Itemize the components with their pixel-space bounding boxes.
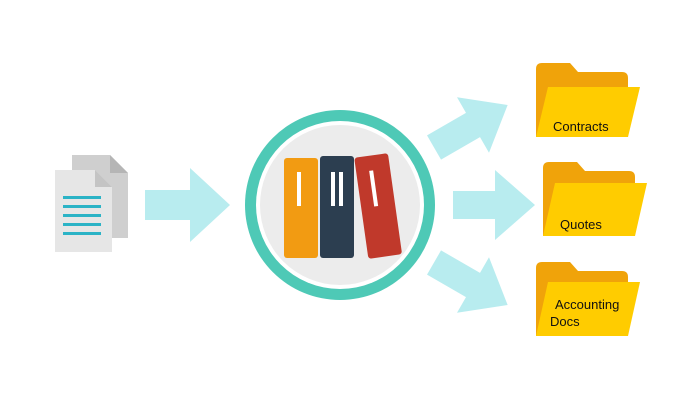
binders-hub xyxy=(245,110,435,300)
document-lines xyxy=(63,196,101,235)
arrow-icon xyxy=(145,168,230,242)
binders-icon xyxy=(284,153,402,259)
folder-contracts: Contracts xyxy=(536,63,640,137)
arrow-icon-middle xyxy=(453,170,535,240)
arrow-icon-down xyxy=(427,250,508,313)
folder-quotes: Quotes xyxy=(543,162,647,236)
documents-icon xyxy=(55,155,128,252)
folder-accounting-docs: Accounting Docs xyxy=(536,262,640,336)
arrow-icon-up xyxy=(427,97,508,160)
folder-label: Quotes xyxy=(560,217,602,232)
folder-label: Contracts xyxy=(553,119,609,134)
folder-label: Accounting Docs xyxy=(550,297,623,329)
